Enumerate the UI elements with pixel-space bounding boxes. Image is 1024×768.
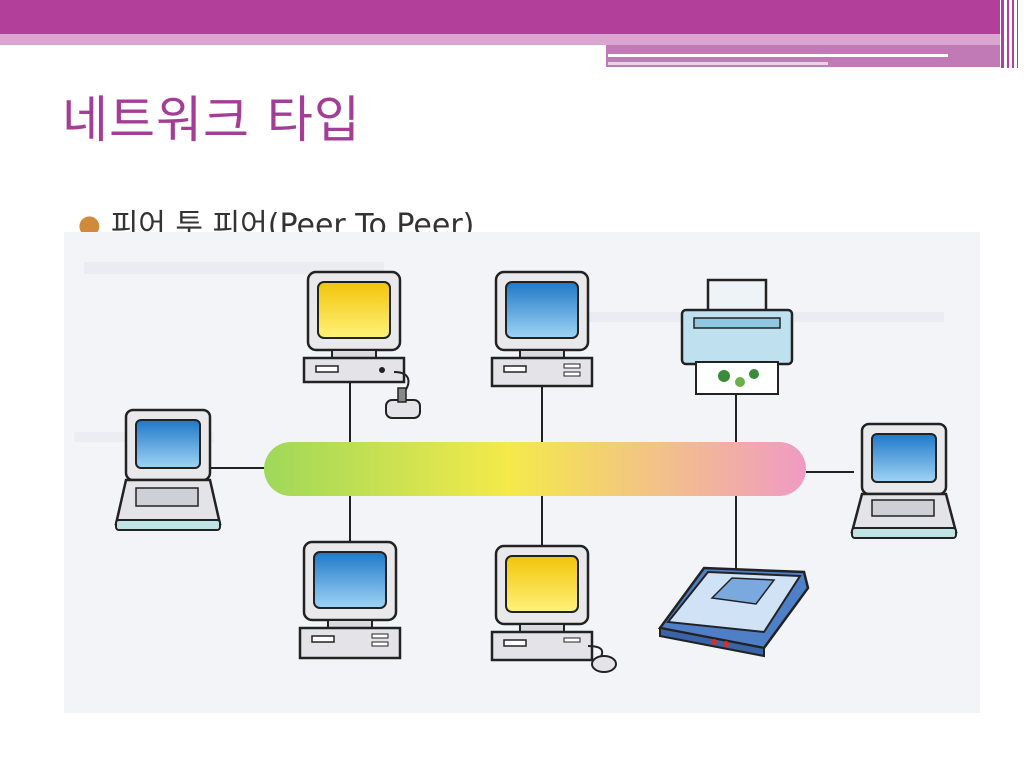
peer-to-peer-network-illustration xyxy=(64,232,980,713)
laptop-icon xyxy=(850,422,958,539)
connection-lines xyxy=(211,382,854,572)
slide-title: 네트워크 타입 xyxy=(62,91,361,149)
header-sub-line xyxy=(608,54,948,57)
desktop-computer-icon xyxy=(490,544,617,673)
header-sub-line xyxy=(608,62,828,65)
desktop-computer-icon xyxy=(302,270,421,419)
header-stripe xyxy=(1007,0,1009,68)
header-stripe xyxy=(1001,0,1004,68)
network-diagram xyxy=(64,232,980,713)
desktop-computer-icon xyxy=(490,270,594,388)
network-bus xyxy=(264,442,806,496)
header-band xyxy=(0,0,1000,34)
laptop-icon xyxy=(114,408,222,531)
header-stripe xyxy=(1012,0,1014,68)
header-stripe xyxy=(1017,0,1018,68)
header-band-light xyxy=(0,34,1000,45)
scanner-icon xyxy=(657,566,810,658)
desktop-computer-icon xyxy=(298,540,402,660)
printer-icon xyxy=(680,278,794,395)
